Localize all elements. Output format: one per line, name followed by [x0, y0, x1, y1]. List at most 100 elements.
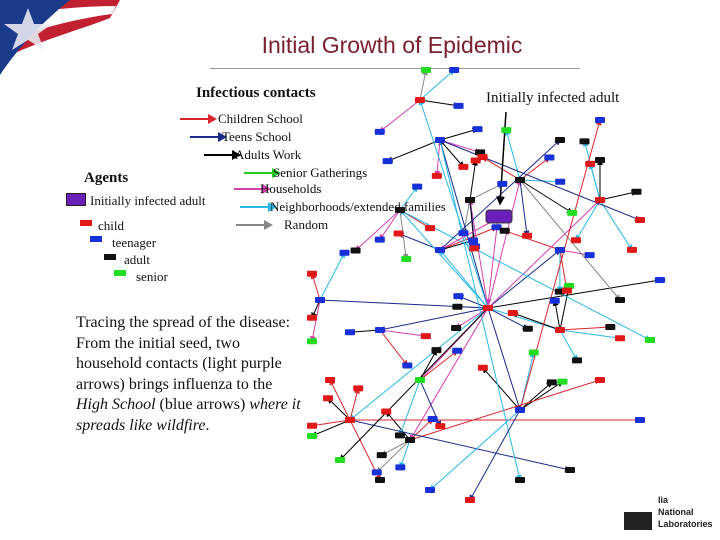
contact-edge-22 — [419, 69, 455, 101]
contact-edge-63 — [419, 350, 459, 381]
agent-node-86 — [307, 314, 317, 321]
agent-node-48 — [515, 407, 525, 413]
contact-edge-96 — [429, 409, 521, 491]
agent-node-62 — [394, 432, 405, 439]
agent-node-15 — [435, 137, 445, 143]
contact-legend-label-7: Random — [284, 217, 329, 232]
contact-edge-12 — [469, 183, 504, 201]
contact-legend-arrow-7 — [236, 218, 276, 232]
agent-node-45 — [395, 464, 406, 471]
agent-node-84 — [307, 270, 317, 277]
arrow-line — [244, 172, 272, 174]
agent-node-70 — [395, 207, 405, 213]
contact-edge-37 — [349, 387, 360, 421]
agent-node-89 — [655, 277, 665, 283]
arrow-head — [262, 184, 271, 194]
agents-heading: Agents — [84, 170, 129, 186]
contact-edge-87 — [439, 139, 641, 221]
contact-edge-16 — [439, 139, 482, 154]
agent-node-39 — [322, 395, 333, 402]
arrow-line — [234, 188, 262, 190]
agent-node-51 — [528, 349, 539, 356]
description-part4: where it spreads like wildfire — [76, 396, 301, 434]
agent-node-14 — [469, 245, 480, 252]
agent-node-0 — [483, 305, 493, 311]
agent-node-49 — [557, 378, 568, 385]
contact-legend-label-1: Children School — [218, 111, 303, 126]
agent-swatch-1 — [66, 193, 86, 206]
contact-edge-91 — [409, 378, 601, 441]
contact-legend-arrow-2 — [190, 130, 230, 144]
agent-node-83 — [339, 249, 350, 256]
contact-edge-75 — [487, 199, 601, 309]
agent-node-79 — [585, 160, 596, 167]
contact-edge-49 — [519, 381, 553, 411]
contact-legend-arrow-4 — [244, 166, 284, 180]
description-part3: (blue arrows) — [155, 396, 250, 413]
contact-edge-88 — [487, 277, 661, 309]
agent-node-4 — [522, 325, 533, 332]
contact-edge-77 — [599, 199, 633, 251]
agent-node-91 — [645, 337, 655, 343]
agent-node-33 — [375, 327, 385, 333]
agent-swatch-5 — [114, 270, 126, 276]
logo-line1: lia — [658, 495, 669, 505]
contact-legend-arrow-3 — [204, 148, 244, 162]
agent-node-95 — [515, 477, 525, 483]
contact-edge-51 — [482, 367, 521, 411]
agent-node-46 — [371, 469, 382, 476]
contact-edge-52 — [487, 307, 561, 332]
agent-node-8 — [468, 237, 479, 244]
contact-legend-label-2: Teens School — [222, 129, 292, 144]
contact-edge-33 — [379, 329, 427, 339]
contact-edge-48 — [519, 381, 564, 411]
contact-edge-41 — [409, 307, 489, 441]
contact-edge-24 — [378, 99, 421, 133]
logo-mark — [624, 512, 652, 530]
agent-node-18 — [472, 126, 483, 133]
agent-node-25 — [374, 128, 385, 135]
contact-edge-18 — [386, 139, 441, 163]
contact-legend-label-6: Neighborhoods/extended families — [270, 199, 446, 214]
agent-legend-label-1: Initially infected adult — [90, 193, 206, 208]
agent-node-6 — [393, 230, 404, 237]
agent-node-67 — [584, 252, 595, 259]
contact-edge-21 — [419, 69, 428, 101]
agent-node-30 — [544, 154, 555, 161]
contact-edge-2 — [455, 307, 489, 329]
agent-node-54 — [507, 310, 518, 317]
agent-legend-label-3: teenager — [112, 235, 157, 250]
contact-edge-45 — [376, 439, 411, 474]
contact-edge-23 — [419, 99, 460, 109]
agent-node-55 — [564, 282, 575, 289]
contact-edge-14 — [438, 139, 489, 309]
contact-edge-70 — [399, 185, 418, 211]
arrow-head — [272, 168, 281, 178]
contact-edge-99 — [329, 379, 351, 421]
contact-edge-26 — [519, 178, 562, 185]
agent-node-68 — [499, 227, 510, 234]
description-part1: Tracing the spread of the disease: From … — [76, 314, 291, 393]
contact-edge-27 — [519, 179, 574, 214]
contact-edge-55 — [552, 299, 561, 331]
agent-node-50 — [546, 379, 557, 386]
contact-edge-56 — [559, 324, 612, 331]
agent-node-78 — [626, 246, 637, 253]
agent-node-64 — [452, 347, 463, 354]
agent-node-34 — [420, 333, 431, 340]
agent-legend-label-2: child — [98, 218, 124, 233]
agent-swatch-4 — [104, 254, 116, 260]
agent-node-36 — [344, 329, 355, 336]
agent-node-93 — [635, 417, 645, 423]
contact-edge-8 — [467, 199, 489, 309]
agent-node-27 — [555, 178, 566, 185]
contact-edge-4 — [439, 249, 489, 309]
agent-node-5 — [435, 247, 445, 253]
contact-edge-73 — [354, 209, 401, 252]
contact-edge-102 — [485, 217, 499, 305]
contact-edge-11 — [469, 159, 478, 201]
agent-legend-label-4: adult — [124, 252, 150, 267]
agent-node-57 — [605, 323, 616, 330]
contact-edge-90 — [399, 209, 651, 341]
agent-node-101 — [595, 117, 605, 123]
